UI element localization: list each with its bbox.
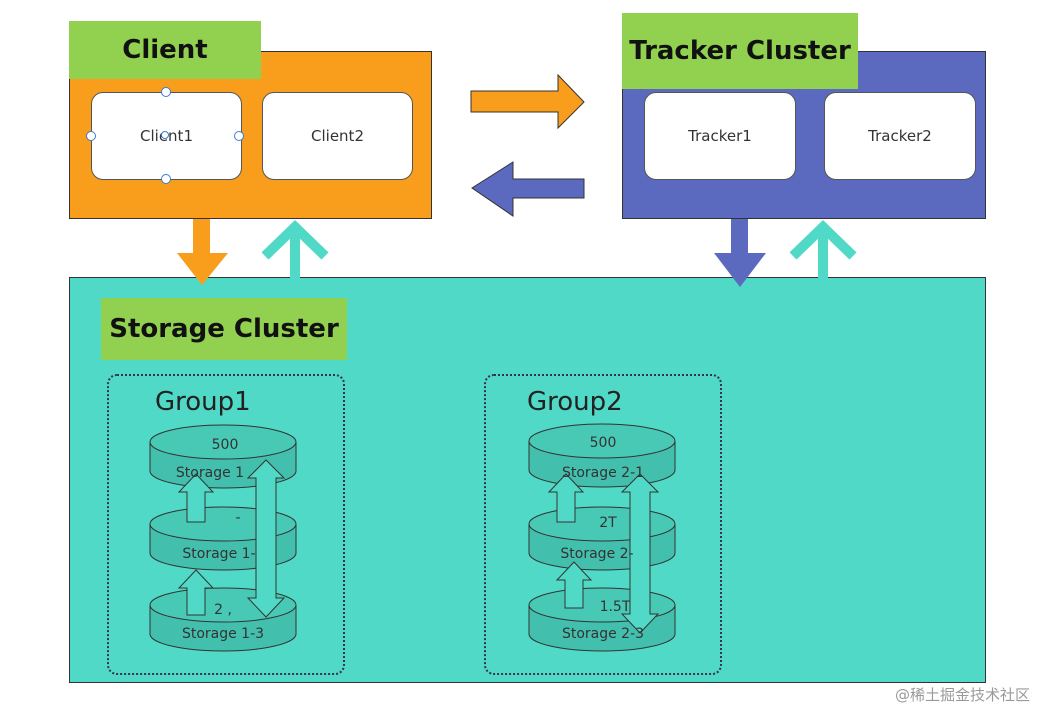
g2-s1-name: Storage 2-1 [562,465,644,481]
g2-s3-name: Storage 2-3 [562,626,644,642]
sync-up-arrow [547,473,585,523]
g1-s1-top-label: 500 [212,437,239,453]
arrow-storage-to-tracker [789,220,857,278]
client-title: Client [69,21,261,79]
g1-s2-name: Storage 1- [182,546,255,562]
g1-s2-top-label: - [235,510,240,526]
arrow-storage-to-client [261,220,329,278]
sync-up-arrow [177,473,215,523]
g1-s3-name: Storage 1-3 [182,626,264,642]
selection-handle-left[interactable] [86,131,96,141]
tracker1-node[interactable]: Tracker1 [644,92,796,180]
group2-label: Group2 [527,387,623,417]
arrow-tracker-to-client [471,161,585,217]
client2-label: Client2 [311,127,364,145]
g1-s1-name: Storage 1 [176,465,244,481]
selection-handle-right[interactable] [234,131,244,141]
selection-handle-top[interactable] [161,87,171,97]
sync-double-arrow [620,473,660,634]
tracker-title: Tracker Cluster [622,13,858,89]
group2-container [484,374,722,675]
g2-s2-name: Storage 2- [560,546,633,562]
tracker1-label: Tracker1 [688,127,752,145]
g2-s2-top-label: 2T [599,515,617,531]
g1-s3-top-label: 2 , [214,602,232,618]
sync-double-arrow [246,459,286,618]
g2-s1-top-label: 500 [590,435,617,451]
storage-title: Storage Cluster [101,298,347,360]
sync-up-arrow [177,569,215,616]
arrow-tracker-to-storage [714,219,766,287]
sync-up-arrow [555,561,593,609]
group1-label: Group1 [155,387,251,417]
group1-cylinders: 500 Storage 1 - Storage 1- 2 , Storage 1… [149,424,297,652]
selection-handle-bottom[interactable] [161,174,171,184]
g2-s3-top-label: 1.5T [600,599,631,615]
selection-handle-center[interactable] [161,131,169,139]
watermark: @稀土掘金技术社区 [894,686,1030,704]
arrow-client-to-tracker [470,73,585,130]
group1-container [107,374,345,675]
client2-node[interactable]: Client2 [262,92,413,180]
tracker2-label: Tracker2 [868,127,932,145]
tracker2-node[interactable]: Tracker2 [824,92,976,180]
group2-cylinders: 500 Storage 2-1 2T Storage 2- 1.5T Stora… [528,423,676,652]
arrow-client-to-storage [177,219,228,285]
